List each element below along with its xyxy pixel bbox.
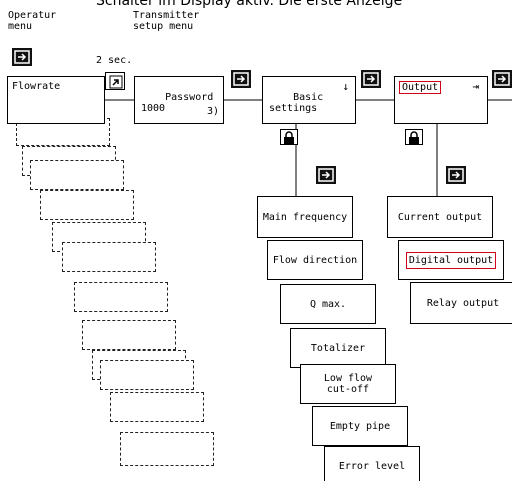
basic-item[interactable]: Empty pipe — [312, 406, 408, 446]
output-label: Output — [399, 81, 442, 94]
flowrate-label: Flowrate — [12, 81, 61, 92]
dashed-box-11 — [110, 392, 204, 422]
basic-settings-box[interactable]: Basic settings ↓ — [262, 76, 356, 124]
arrow-down-icon: ↓ — [342, 80, 349, 93]
dashed-box-8 — [82, 320, 176, 350]
arrow-right-icon: ⇥ — [472, 80, 479, 93]
output-item[interactable]: Digital output — [398, 240, 504, 280]
flowrate-box[interactable]: Flowrate — [7, 76, 105, 124]
basic-item[interactable]: Flow direction — [267, 240, 363, 280]
enter-icon[interactable] — [361, 70, 381, 88]
enter-icon[interactable] — [12, 48, 32, 66]
basic-item[interactable]: Error level — [324, 446, 420, 481]
basic-item[interactable]: Totalizer — [290, 328, 386, 368]
output-box[interactable]: Output ⇥ — [394, 76, 488, 124]
dashed-box-7 — [74, 282, 168, 312]
output-item[interactable]: Relay output — [410, 282, 512, 324]
dashed-box-6 — [62, 242, 156, 272]
basic-item[interactable]: Low flow cut-off — [300, 364, 396, 404]
operator-menu-header: Operatur menu — [8, 10, 57, 32]
basic-item[interactable]: Main frequency — [257, 196, 353, 238]
password-box[interactable]: Password 1000 3) — [134, 76, 224, 124]
time-label: 2 sec. — [96, 55, 133, 66]
dashed-box-10 — [100, 360, 194, 390]
step-icon[interactable] — [105, 72, 125, 90]
enter-icon[interactable] — [231, 70, 251, 88]
lock-icon — [280, 129, 298, 145]
enter-icon[interactable] — [492, 70, 512, 88]
basic-settings-label: Basic settings — [269, 92, 324, 114]
enter-icon[interactable] — [446, 166, 466, 184]
dashed-box-12 — [120, 432, 214, 466]
enter-icon[interactable] — [316, 166, 336, 184]
lock-icon — [405, 129, 423, 145]
transmitter-menu-header: Transmitter setup menu — [133, 10, 200, 32]
basic-item[interactable]: Q max. — [280, 284, 376, 324]
dashed-box-3 — [30, 160, 124, 190]
top-cut-text: Schalter im Display aktiv. Die erste Anz… — [96, 0, 403, 9]
dashed-box-4 — [40, 190, 134, 220]
password-label: Password 1000 — [141, 92, 214, 114]
output-item[interactable]: Current output — [387, 196, 493, 238]
password-note: 3) — [206, 106, 219, 117]
